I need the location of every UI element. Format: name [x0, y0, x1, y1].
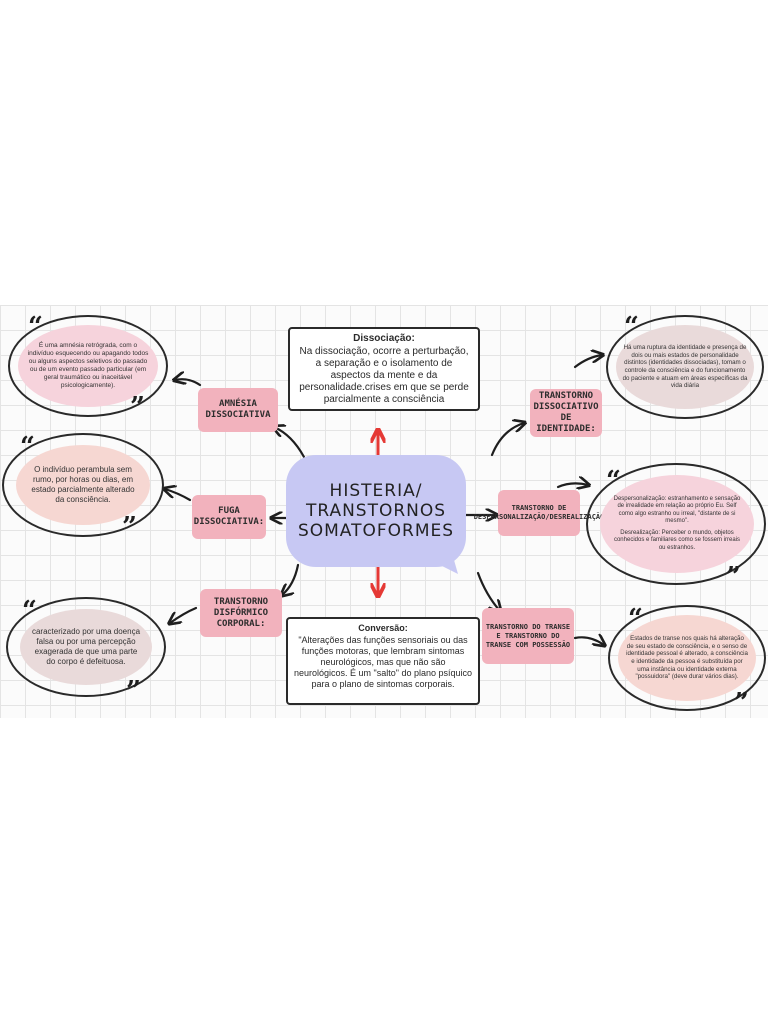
label-transtorno-identidade: TRANSTORNO DISSOCIATIVO DE IDENTIDADE: — [530, 389, 602, 437]
arrow-to-transe — [476, 571, 500, 611]
central-topic: HISTERIA/ TRANSTORNOS SOMATOFORMES — [286, 455, 466, 567]
central-topic-line-1: HISTERIA/ — [329, 481, 423, 501]
note-conversao: Conversão: "Alterações das funções senso… — [286, 617, 480, 705]
arrow-to-dismorfico — [282, 563, 300, 595]
quote-close-icon: ” — [122, 512, 137, 542]
bubble-amnesia-text: É uma amnésia retrógrada, com o indivídu… — [27, 342, 149, 389]
arrow-amnesia-bubble — [175, 379, 202, 387]
label-transtorno-dismorfico: TRANSTORNO DISFÓRMICO CORPORAL: — [200, 589, 282, 637]
central-topic-line-3: SOMATOFORMES — [297, 521, 455, 541]
arrow-despersonalizacao-bubble — [556, 483, 588, 487]
label-amnesia-dissociativa: AMNÉSIA DISSOCIATIVA — [198, 388, 278, 432]
quote-open-icon: “ — [20, 432, 35, 462]
note-conversao-text: "Alterações das funções sensoriais ou da… — [294, 635, 472, 689]
arrow-to-amnesia — [274, 427, 306, 459]
bubble-dismorfico: caracterizado por uma doença falsa ou po… — [6, 597, 166, 697]
arrow-to-identidade — [490, 423, 524, 457]
arrow-fuga-bubble — [165, 489, 192, 502]
bubble-despersonalizacao-text-2: Desrealização: Perceber o mundo, objetos… — [613, 529, 741, 551]
label-transe-possessao: TRANSTORNO DO TRANSE E TRANSTORNO DO TRA… — [482, 608, 574, 664]
connector-arrows — [0, 305, 768, 718]
note-dissociacao: Dissociação: Na dissociação, ocorre a pe… — [288, 327, 480, 411]
arrow-dismorfico-bubble — [170, 606, 198, 623]
bubble-transe: Estados de transe nos quais há alteração… — [608, 605, 766, 711]
speech-tail — [430, 560, 458, 574]
bubble-identidade: Há uma ruptura da identidade e presença … — [606, 315, 764, 419]
note-dissociacao-title: Dissociação: — [353, 333, 415, 344]
note-dissociacao-text: Na dissociação, ocorre a perturbação, a … — [299, 346, 469, 405]
bubble-fuga-text: O indivíduo perambula sem rumo, por hora… — [31, 465, 135, 504]
quote-open-icon: “ — [628, 604, 643, 634]
bubble-amnesia: É uma amnésia retrógrada, com o indivídu… — [8, 315, 168, 417]
label-fuga-dissociativa: FUGA DISSOCIATIVA: — [192, 495, 266, 539]
bubble-despersonalizacao: Despersonalização: estranhamento e sensa… — [586, 463, 766, 585]
quote-close-icon: ” — [126, 676, 141, 706]
quote-open-icon: “ — [28, 312, 43, 342]
quote-open-icon: “ — [606, 466, 621, 496]
mind-map-canvas: HISTERIA/ TRANSTORNOS SOMATOFORMES AMNÉS… — [0, 305, 768, 718]
quote-close-icon: ” — [130, 392, 145, 422]
quote-open-icon: “ — [624, 312, 639, 342]
quote-close-icon: ” — [726, 562, 741, 592]
quote-open-icon: “ — [22, 596, 37, 626]
label-despersonalizacao: TRANSTORNO DE DESPERSONALIZAÇÃO/DESREALI… — [474, 490, 604, 536]
central-topic-line-2: TRANSTORNOS — [305, 501, 447, 521]
arrow-identidade-bubble — [573, 355, 602, 369]
bubble-transe-text: Estados de transe nos quais há alteração… — [626, 635, 748, 681]
quote-close-icon: ” — [734, 688, 749, 718]
bubble-identidade-text: Há uma ruptura da identidade e presença … — [622, 344, 748, 390]
bubble-dismorfico-text: caracterizado por uma doença falsa ou po… — [31, 627, 141, 666]
arrow-transe-bubble — [573, 637, 604, 645]
bubble-fuga: O indivíduo perambula sem rumo, por hora… — [2, 433, 164, 537]
bubble-despersonalizacao-text-1: Despersonalização: estranhamento e sensa… — [613, 496, 741, 525]
note-conversao-title: Conversão: — [358, 623, 408, 633]
